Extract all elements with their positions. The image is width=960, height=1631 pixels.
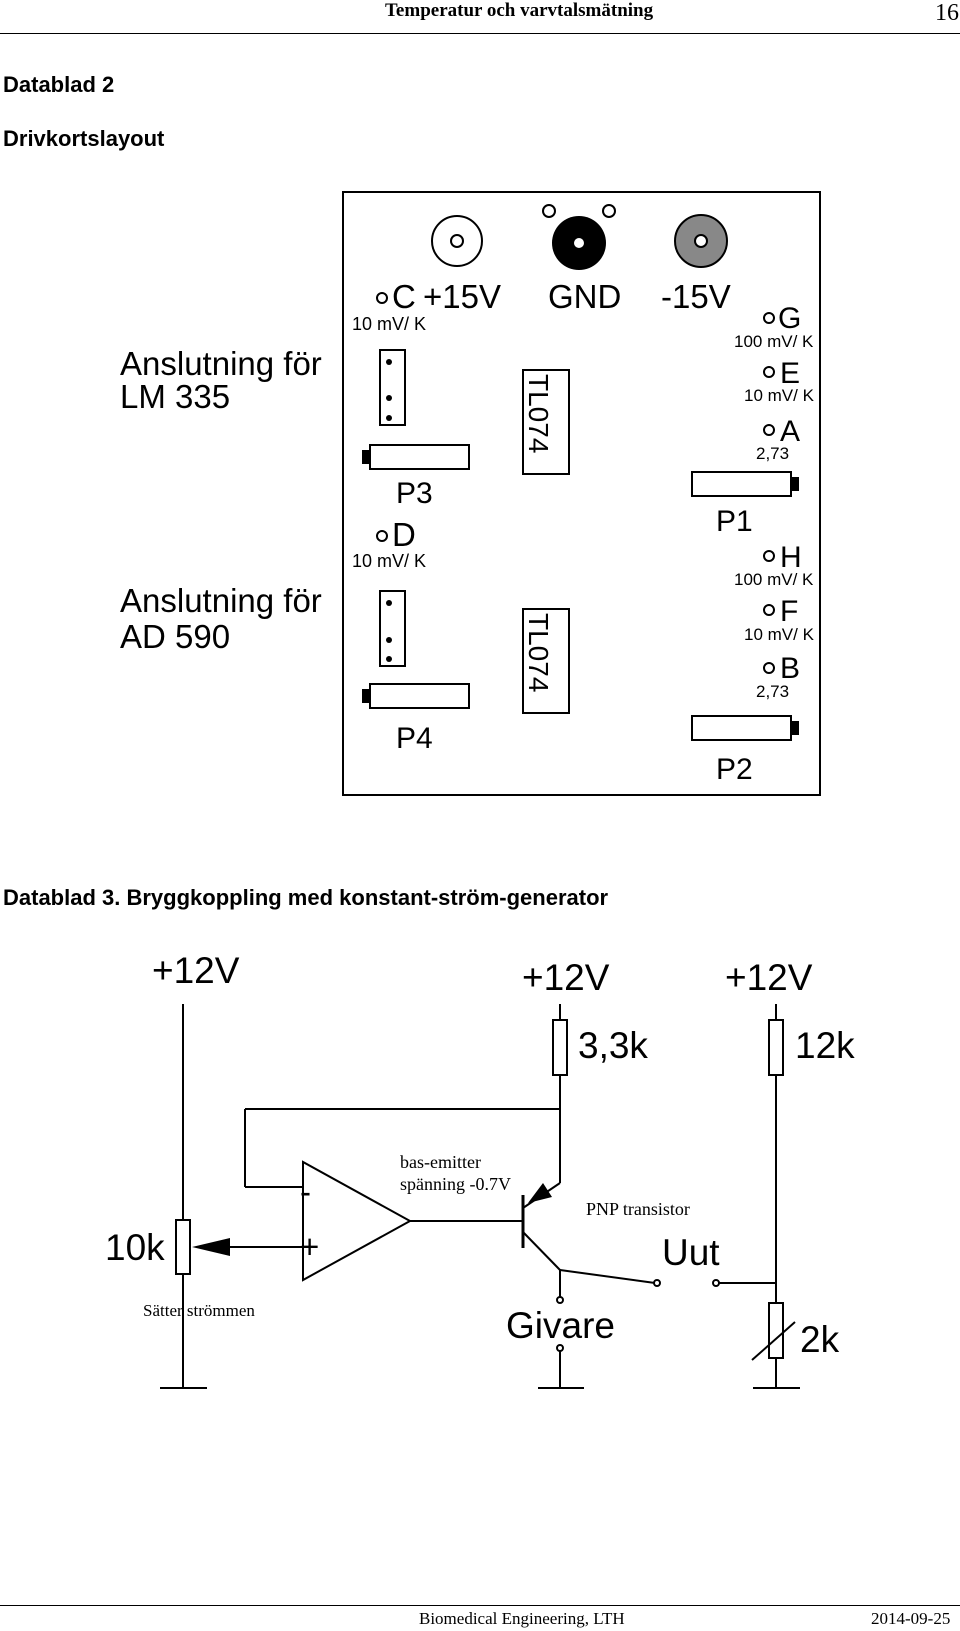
sensor-terminal-bottom: [556, 1344, 564, 1352]
gnd-label: GND: [548, 278, 621, 315]
scale-e: 10 mV/ K: [744, 386, 815, 405]
supply-left: +12V: [152, 950, 240, 991]
opamp-plus: +: [300, 1228, 319, 1265]
label-ad590-line2: AD 590: [120, 618, 230, 655]
out-label: Uut: [662, 1232, 720, 1273]
scale-h: 100 mV/ K: [734, 570, 814, 589]
ic-bottom: [522, 608, 570, 714]
pot-note: Sätter strömmen: [143, 1301, 255, 1320]
emitter-arrow: [528, 1183, 552, 1203]
pin-d-label: D: [392, 516, 416, 553]
label-ad590-line1: Anslutning för: [120, 582, 322, 619]
supply-right: +12V: [725, 957, 813, 998]
pin-e-label: E: [780, 357, 800, 390]
connector-ad590: [379, 590, 406, 667]
supply-mid: +12V: [522, 957, 610, 998]
pin-a-pad: [763, 424, 775, 436]
scale-g: 100 mV/ K: [734, 332, 814, 351]
section1-title: Datablad 2: [3, 72, 115, 97]
pin-b-pad: [763, 662, 775, 674]
pin-b-label: B: [780, 652, 800, 685]
pin-f-pad: [763, 604, 775, 616]
p4-label: P4: [396, 722, 433, 755]
footer-rule: [0, 1605, 960, 1606]
pin-c-pad: [376, 292, 388, 304]
pin-g-pad: [763, 312, 775, 324]
header-title: Temperatur och varvtalsmätning: [385, 0, 654, 21]
plus15-label: +15V: [423, 278, 501, 315]
sensor-label: Givare: [506, 1305, 615, 1346]
val-b: 2,73: [756, 682, 789, 701]
terminal-minus15: [674, 214, 728, 268]
minus15-label: -15V: [661, 278, 731, 315]
opamp-minus: -: [300, 1173, 311, 1210]
footer-right: 2014-09-25: [871, 1609, 951, 1628]
resistor-12k-label: 12k: [795, 1025, 855, 1066]
terminal-plus15: [431, 215, 483, 267]
footer-left: Biomedical Engineering, LTH: [419, 1609, 625, 1628]
section1-subtitle: Drivkortslayout: [3, 126, 165, 151]
connector-lm335: [379, 349, 406, 426]
resistor-12k: [768, 1019, 784, 1076]
label-lm335-line1: Anslutning för: [120, 345, 322, 382]
scale-c: 10 mV/ K: [352, 314, 426, 334]
transistor-label: PNP transistor: [586, 1199, 690, 1219]
wiper-arrow: [192, 1238, 230, 1256]
p1-label: P1: [716, 505, 753, 538]
out-terminal-left: [653, 1279, 661, 1287]
p2-label: P2: [716, 753, 753, 786]
sensor-terminal-top: [556, 1296, 564, 1304]
label-lm335-line2: LM 335: [120, 378, 230, 415]
scale-f: 10 mV/ K: [744, 625, 815, 644]
pin-h-label: H: [780, 541, 802, 574]
vbe-note-line2: spänning -0.7V: [400, 1174, 511, 1194]
pin-f-label: F: [780, 595, 798, 628]
pin-h-pad: [763, 550, 775, 562]
vbe-note-line1: bas-emitter: [400, 1152, 481, 1172]
board-outline: [342, 191, 821, 796]
val-a: 2,73: [756, 444, 789, 463]
opamp: [302, 1160, 413, 1282]
ic-top-label: TL074: [523, 374, 554, 453]
page-number: 16: [935, 0, 959, 26]
resistor-3k3-label: 3,3k: [578, 1025, 648, 1066]
ic-top: [522, 369, 570, 475]
pot-10k-label: 10k: [105, 1227, 165, 1268]
terminal-gnd: [542, 204, 616, 270]
ntc-2k: [768, 1302, 784, 1359]
header-rule: [0, 33, 960, 34]
ic-bottom-label: TL074: [523, 613, 554, 692]
pin-e-pad: [763, 366, 775, 378]
scale-d: 10 mV/ K: [352, 551, 426, 571]
pin-a-label: A: [780, 415, 800, 448]
pin-g-label: G: [778, 302, 801, 335]
p3-label: P3: [396, 477, 433, 510]
pin-d-pad: [376, 530, 388, 542]
ntc-2k-label: 2k: [800, 1319, 840, 1360]
pot-10k: [175, 1219, 191, 1275]
resistor-3k3: [552, 1019, 568, 1076]
out-terminal-right: [712, 1279, 720, 1287]
pin-c-label: C: [392, 278, 416, 315]
section2-title: Datablad 3. Bryggkoppling med konstant-s…: [3, 885, 609, 910]
